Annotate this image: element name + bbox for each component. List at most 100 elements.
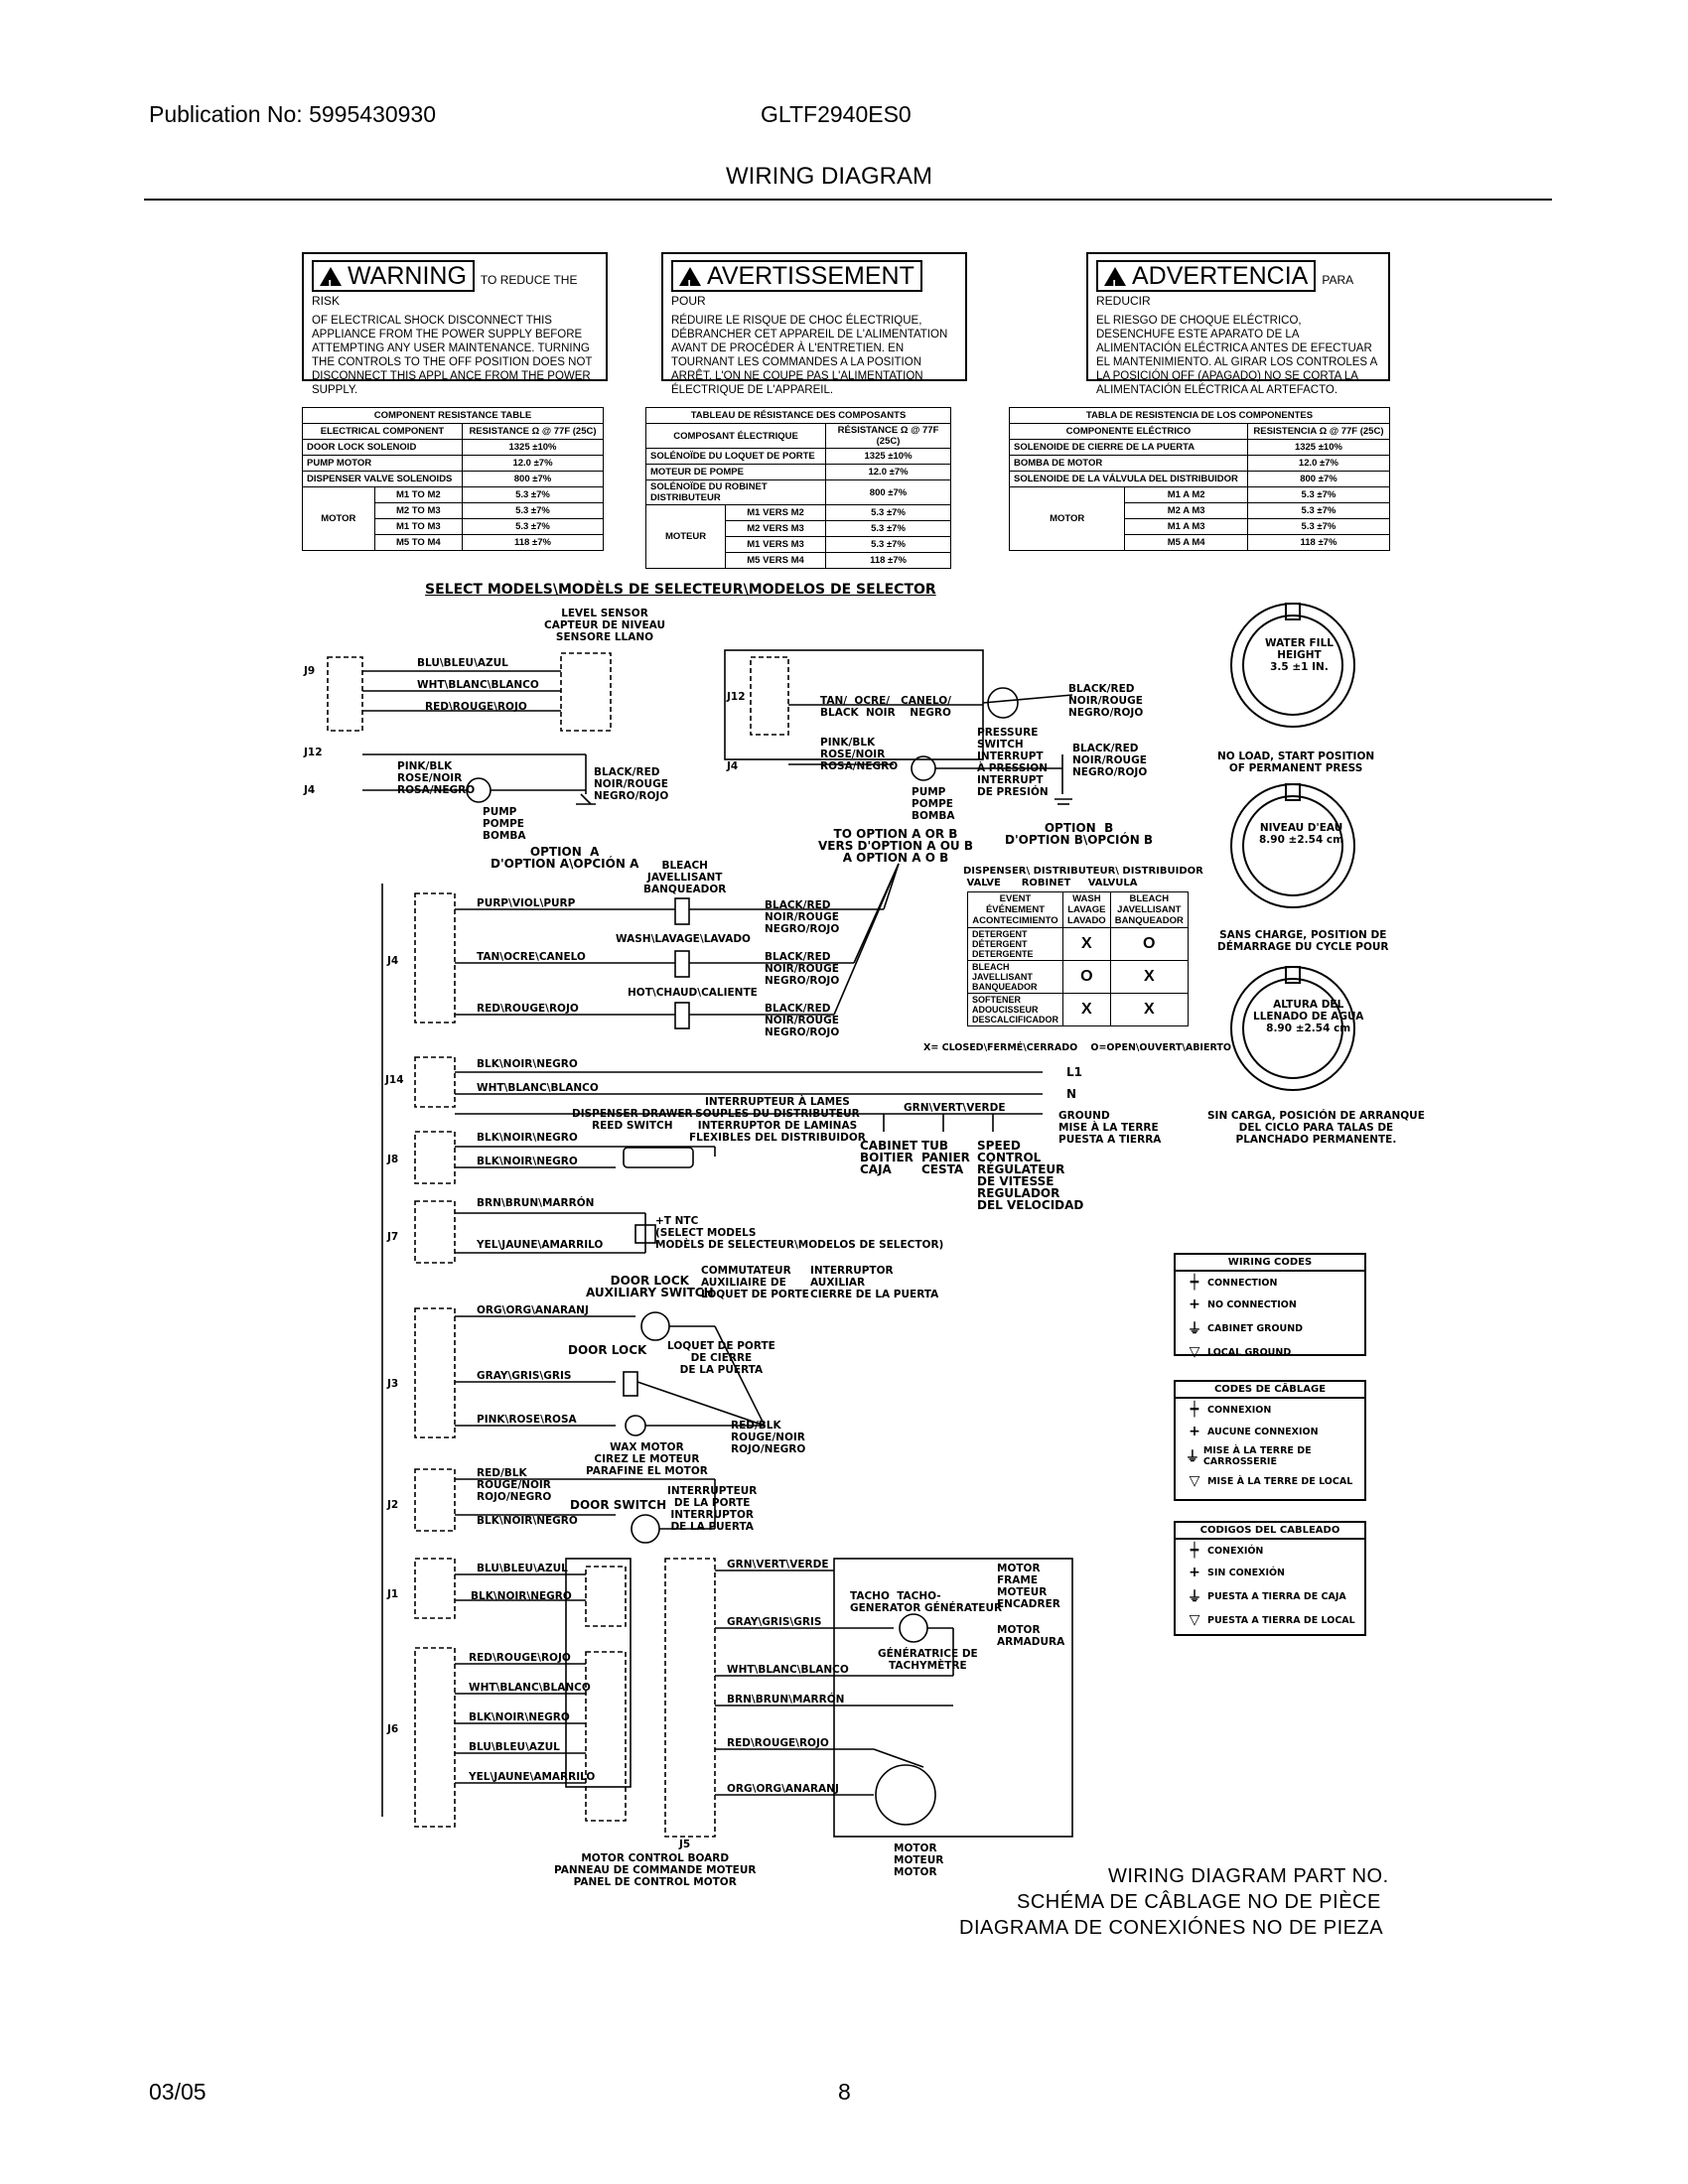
to-option-label: TO OPTION A OR B VERS D'OPTION A OU B A … [818,827,973,865]
wire-label: BRN\BRUN\MARRÓN [727,1694,845,1706]
n-label: N [1066,1087,1077,1101]
wire-label: YEL\JAUNE\AMARRILO [469,1771,596,1783]
model-number: GLTF2940ES0 [761,101,912,127]
table-header: WASH LAVAGE LAVADO [1062,891,1111,928]
wire-label: RED/BLK ROUGE/NOIR ROJO/NEGRO [477,1467,552,1503]
warning-title: AVERTISSEMENT [707,262,914,290]
warning-tail: POUR [671,294,706,308]
wire-label: GRAY\GRIS\GRIS [727,1616,822,1628]
cabinet-ground-icon: ⏚ [1188,1589,1201,1605]
warning-body: RÉDUIRE LE RISQUE DE CHOC ÉLECTRIQUE, DÉ… [671,315,948,396]
water-fill-label: WATER FILL HEIGHT 3.5 ±1 IN. [1265,637,1334,673]
wiring-codes-es: CODIGOS DEL CABLEADO ┿CONEXIÓN +SIN CONE… [1174,1521,1366,1636]
dispenser-drawer-label: DISPENSER DRAWER REED SWITCH [572,1108,693,1132]
wire-label: PURP\VIOL\PURP [477,897,576,909]
wire-label: BRN\BRUN\MARRÓN [477,1197,595,1209]
ground-label: GROUND MISE À LA TERRE PUESTA A TIERRA [1058,1110,1162,1146]
table-cell: SOFTENER ADOUCISSEUR DESCALCIFICADOR [967,993,1063,1026]
interrupteur-label: INTERRUPTEUR À LAMES SOUPLES DU DISTRIBU… [689,1096,866,1144]
codebox-title: CODIGOS DEL CABLEADO [1176,1523,1364,1540]
bleach-label: BLEACH JAVELLISANT BANQUEADOR [643,860,727,895]
warning-title: ADVERTENCIA [1132,262,1309,290]
wire-label: BLACK/RED NOIR/ROUGE NEGRO/ROJO [594,766,669,802]
motor-armadura-label: MOTOR ARMADURA [997,1624,1065,1648]
cabinet-label: CABINET BOITIER CAJA [860,1139,918,1176]
loquet-label: LOQUET DE PORTE DE CIERRE DE LA PUERTA [667,1340,775,1376]
codebox-item: CONNEXION [1207,1404,1272,1416]
warning-triangle-icon [679,267,701,299]
codebox-item: MISE À LA TERRE DE CARROSSERIE [1202,1445,1312,1467]
no-connection-icon: + [1189,1424,1200,1439]
wire-label: WHT\BLANC\BLANCO [417,679,539,691]
tub-label: TUB PANIER CESTA [921,1139,970,1176]
connection-icon: ┿ [1190,1543,1199,1559]
table-cell: M5 TO M4 [373,534,463,551]
connector-j8: J8 [387,1154,399,1165]
connector-j14: J14 [385,1074,404,1086]
option-b-label: OPTION B D'OPTION B\OPCIÓN B [1005,821,1154,847]
table-cell: MOTOR [302,486,375,551]
wire-label: GRAY\GRIS\GRIS [477,1370,572,1382]
sans-charge-label: SANS CHARGE, POSITION DE DÉMARRAGE DU CY… [1217,929,1389,953]
connector-j6: J6 [387,1723,399,1735]
connector-j12: J12 [727,691,746,703]
codebox-title: WIRING CODES [1176,1255,1364,1272]
wire-label: TAN/ OCRE/ CANELO/ BLACK NOIR NEGRO [820,695,951,719]
publication-number: Publication No: 5995430930 [149,101,437,127]
wire-label: BLK\NOIR\NEGRO [477,1058,578,1070]
niveau-label: NIVEAU D'EAU 8.90 ±2.54 cm [1259,822,1344,846]
codebox-item: AUCUNE CONNEXION [1207,1426,1319,1437]
codebox-item: CONEXIÓN [1207,1545,1264,1557]
part-number-fr: SCHÉMA DE CÂBLAGE NO DE PIÈCE [1017,1891,1381,1913]
warning-tail: TO REDUCE THE RISK [312,273,578,308]
wire-label: PINK\ROSE\ROSA [477,1414,577,1426]
cabinet-ground-icon: ⏚ [1185,1449,1199,1465]
codebox-item: CABINET GROUND [1207,1322,1304,1334]
part-number-es: DIAGRAMA DE CONEXIÓNES NO DE PIEZA [959,1917,1384,1939]
local-ground-icon: ▽ [1189,1612,1200,1628]
motor-label: MOTOR MOTEUR MOTOR [894,1843,944,1878]
wire-label: BLK\NOIR\NEGRO [469,1711,570,1723]
no-load-label: NO LOAD, START POSITION OF PERMANENT PRE… [1217,751,1375,774]
codebox-item: MISE À LA TERRE DE LOCAL [1207,1475,1353,1487]
connector-j1: J1 [387,1588,399,1600]
motor-frame-label: MOTOR FRAME MOTEUR ENCADRER [997,1563,1060,1610]
connector-j12: J12 [304,747,323,758]
wire-label: BLU\BLEU\AZUL [469,1741,560,1753]
codebox-item: PUESTA A TIERRA DE CAJA [1207,1590,1346,1602]
dispenser-valve-header: DISPENSER\ DISTRIBUTEUR\ DISTRIBUIDOR VA… [963,866,1203,888]
page-number: 8 [838,2079,851,2105]
table-cell: 118 ±7% [461,534,605,551]
wire-label: RED\ROUGE\ROJO [469,1652,571,1664]
interruptor-aux-label: INTERRUPTOR AUXILIAR CIERRE DE LA PUERTA [810,1265,939,1300]
connector-j3: J3 [387,1378,399,1390]
table-cell: BLEACH JAVELLISANT BANQUEADOR [967,960,1063,994]
table-cell: MOTOR [1008,486,1126,551]
table-cell: 118 ±7% [825,552,951,569]
resistance-table-en: COMPONENT RESISTANCE TABLE ELECTRICAL CO… [302,407,605,551]
table-cell: O [1109,927,1189,961]
wire-label: BLACK/RED NOIR/ROUGE NEGRO/ROJO [1068,683,1144,719]
table-cell: O [1062,960,1111,994]
wiring-codes-en: WIRING CODES ┿CONNECTION +NO CONNECTION … [1174,1253,1366,1360]
table-cell: DETERGENT DÉTERGENT DETERGENTE [967,927,1063,961]
connector-j4: J4 [387,955,399,967]
door-lock-aux-label: DOOR LOCK AUXILIARY SWITCH [586,1274,714,1299]
connector-j4: J4 [727,760,739,772]
commutateur-label: COMMUTATEUR AUXILIAIRE DE LOQUET DE PORT… [701,1265,809,1300]
wire-label: GRN\VERT\VERDE [727,1559,829,1570]
water-fill-dial-fr [1230,783,1355,908]
table-header: EVENT ÉVÉNEMENT ACONTECIMIENTO [967,891,1063,928]
wire-label: RED\ROUGE\ROJO [477,1003,579,1015]
codebox-item: LOCAL GROUND [1207,1346,1292,1358]
resistance-table-es: TABLA DE RESISTENCIA DE LOS COMPONENTES … [1008,407,1391,551]
l1-label: L1 [1066,1065,1082,1079]
sin-carga-label: SIN CARGA, POSICIÓN DE ARRANQUE DEL CICL… [1207,1110,1425,1146]
wire-label: TAN\OCRE\CANELO [477,951,586,963]
table-cell: M5 A M4 [1124,534,1248,551]
wire-label: YEL\JAUNE\AMARRILO [477,1239,604,1251]
tacho-label: TACHO TACHO- GENERATOR GÉNÉRATEUR [850,1590,1003,1614]
local-ground-icon: ▽ [1189,1473,1200,1489]
